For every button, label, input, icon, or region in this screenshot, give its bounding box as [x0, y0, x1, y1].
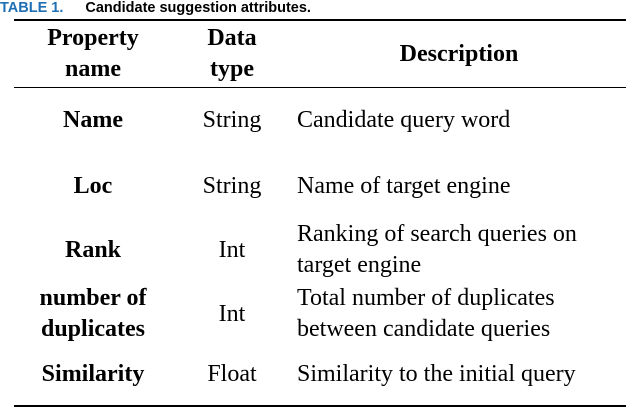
table-row: Similarity Float Similarity to the initi…	[14, 346, 626, 402]
description-cell: Similarity to the initial query	[297, 360, 576, 387]
description-cell: Total number of duplicates between candi…	[297, 285, 555, 342]
property-cell: Rank	[64, 236, 122, 263]
table-row: Loc String Name of target engine	[14, 154, 626, 218]
type-cell: Int	[218, 300, 246, 327]
type-cell: Int	[218, 236, 246, 263]
table-title: Candidate suggestion attributes.	[85, 0, 311, 16]
attributes-table: Property name Data type Description Name…	[14, 21, 626, 402]
property-cell: Name	[63, 107, 123, 133]
header-description: Description	[399, 40, 519, 67]
description-cell: Name of target engine	[297, 172, 511, 199]
bottom-rule	[14, 405, 626, 407]
property-cell: Similarity	[41, 360, 145, 387]
header-row: Property name Data type Description	[14, 21, 626, 87]
top-rule	[14, 19, 626, 21]
type-cell: Float	[207, 360, 257, 387]
table-number: TABLE 1.	[0, 0, 64, 16]
table-caption: TABLE 1. Candidate suggestion attributes.	[0, 0, 311, 16]
type-cell: String	[202, 172, 262, 199]
table-row: Rank Int Ranking of search queries on ta…	[14, 218, 626, 282]
description-cell: Ranking of search queries on target engi…	[297, 221, 577, 278]
type-cell: String	[202, 107, 262, 133]
property-cell: number of duplicates	[39, 285, 147, 342]
table-row: number of duplicates Int Total number of…	[14, 282, 626, 346]
description-cell: Candidate query word	[297, 107, 511, 133]
header-data-type: Data type	[207, 25, 257, 82]
table-row: Name String Candidate query word	[14, 87, 626, 154]
header-rule	[14, 87, 626, 88]
header-property-name: Property name	[47, 25, 139, 82]
property-cell: Loc	[73, 172, 113, 199]
